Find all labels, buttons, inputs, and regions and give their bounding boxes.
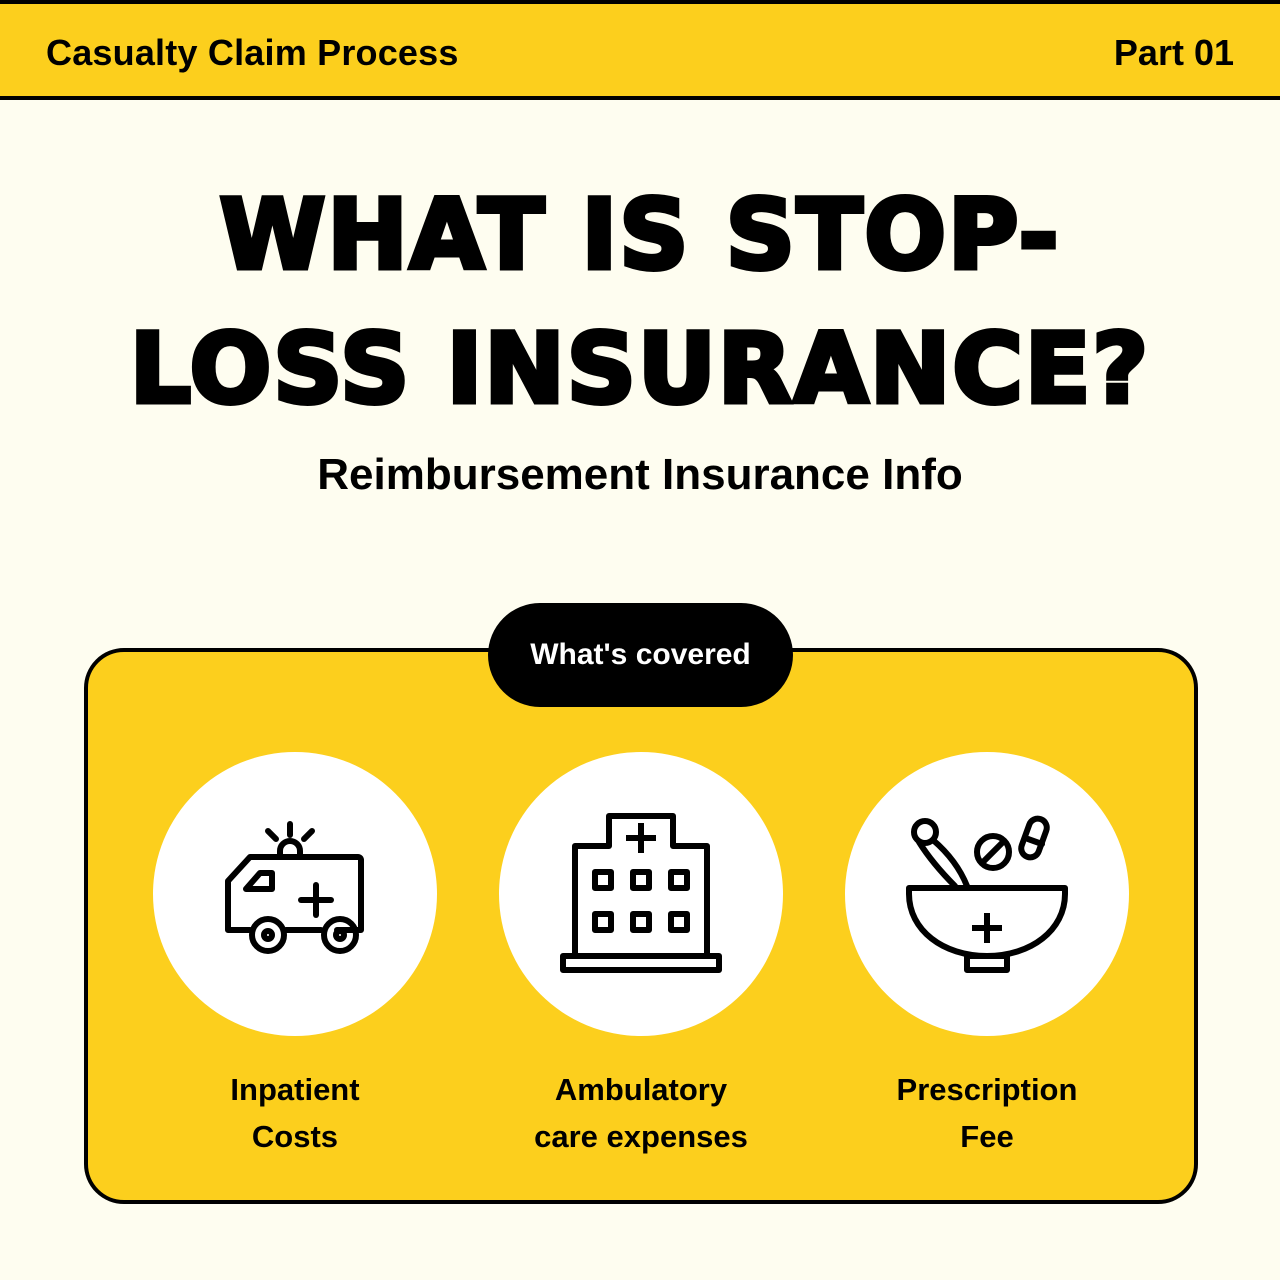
covered-item-label: Inpatient Costs [230, 1072, 360, 1154]
covered-item-label: Ambulatory care expenses [534, 1072, 748, 1154]
header-part-label: Part 01 [1113, 32, 1234, 73]
subtitle: Reimbursement Insurance Info [317, 450, 963, 499]
ambulance-icon [225, 821, 364, 954]
icon-circle [499, 752, 783, 1036]
covered-item-label: Prescription Fee [896, 1072, 1078, 1154]
headline-line-2: LOSS INSURANCE? [127, 311, 1151, 428]
icon-circle [845, 752, 1129, 1036]
covered-item-prescription: Prescription Fee [845, 752, 1129, 1160]
headline: WHAT IS STOP- LOSS INSURANCE? [0, 168, 1280, 436]
headline-line-1: WHAT IS STOP- [217, 177, 1061, 294]
mortar-pestle-icon [906, 815, 1068, 973]
icon-circle [153, 752, 437, 1036]
covered-item-inpatient: Inpatient Costs [153, 752, 437, 1160]
header-title: Casualty Claim Process [46, 32, 459, 73]
header-bar: Casualty Claim Process Part 01 [0, 0, 1280, 100]
covered-badge: What's covered [488, 603, 793, 707]
hospital-icon [560, 813, 722, 973]
covered-item-ambulatory: Ambulatory care expenses [499, 752, 783, 1160]
